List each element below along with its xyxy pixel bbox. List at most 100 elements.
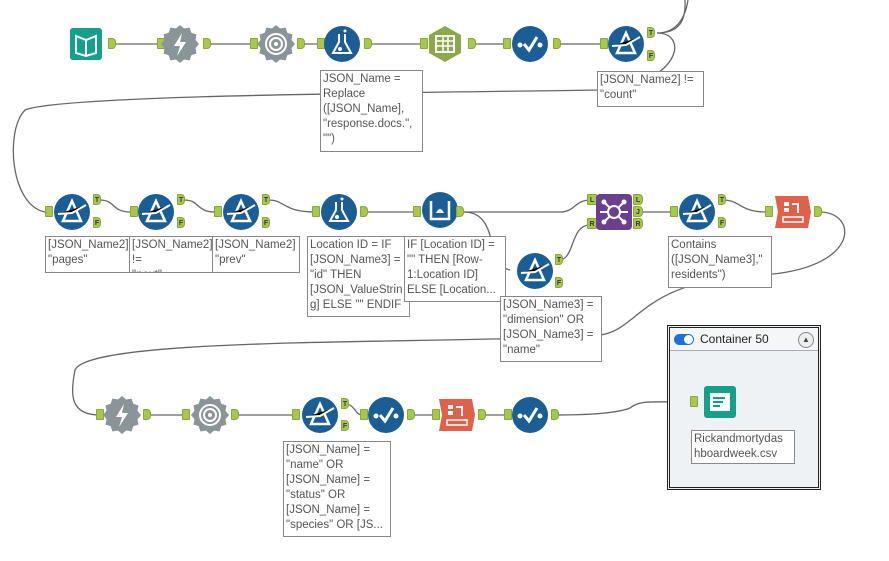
output-anchor[interactable] <box>456 206 464 217</box>
filter-prism-icon-glyph <box>223 194 259 230</box>
formula-flask-icon-glyph <box>324 26 360 62</box>
false-anchor[interactable]: F <box>177 217 185 228</box>
lightning-dynamic-input-icon[interactable] <box>103 396 141 434</box>
filter-prism-icon[interactable] <box>222 193 260 231</box>
filter-prism-icon-glyph <box>517 253 553 289</box>
true-anchor[interactable]: T <box>341 398 349 409</box>
collapse-icon[interactable]: ▲ <box>798 332 814 348</box>
annotation-formula-location: Location ID = IF [JSON_Name3] = "id" THE… <box>307 236 410 317</box>
annotation-multirow: IF [Location ID] = "" THEN [Row- 1:Locat… <box>404 236 506 302</box>
gear-json-parse-icon[interactable] <box>191 396 229 434</box>
annotation-filter-residents: Contains ([JSON_Name3]," residents") <box>668 236 772 288</box>
filter-prism-icon[interactable] <box>516 252 554 290</box>
input-anchor[interactable] <box>292 409 300 420</box>
input-anchor[interactable] <box>503 38 511 49</box>
join-icon-glyph <box>596 194 632 230</box>
input-anchor[interactable] <box>312 206 320 217</box>
tool-container[interactable]: Container 50 ▲ <box>667 325 821 490</box>
filter-prism-icon[interactable] <box>137 193 175 231</box>
output-file-icon[interactable] <box>701 383 739 421</box>
input-anchor[interactable] <box>360 409 368 420</box>
formula-flask-icon-glyph <box>321 194 357 230</box>
select-check-icon-glyph <box>512 397 548 433</box>
input-anchor[interactable] <box>182 409 190 420</box>
gear-json-parse-icon[interactable] <box>257 25 295 63</box>
join-icon[interactable] <box>595 193 633 231</box>
output-anchor[interactable] <box>297 38 305 49</box>
input-anchor[interactable] <box>45 206 53 217</box>
annotation-filter-dimension: [JSON_Name3] = "dimension" OR [JSON_Name… <box>500 296 602 362</box>
input-anchor[interactable] <box>420 38 428 49</box>
select-check-icon[interactable] <box>511 396 549 434</box>
formula-flask-icon[interactable] <box>320 193 358 231</box>
filter-prism-icon[interactable] <box>301 396 339 434</box>
false-anchor[interactable]: F <box>718 217 726 228</box>
false-anchor[interactable]: F <box>93 217 101 228</box>
multi-row-formula-icon-glyph <box>422 192 458 228</box>
crosstab-icon[interactable] <box>438 396 476 434</box>
false-anchor[interactable]: F <box>555 277 563 288</box>
select-check-icon[interactable] <box>511 25 549 63</box>
true-anchor[interactable]: T <box>718 194 726 205</box>
annotation-filter-prev: [JSON_Name2] "prev" <box>212 236 300 273</box>
output-anchor[interactable] <box>231 409 239 420</box>
gear-json-parse-icon-glyph <box>191 396 229 434</box>
lightning-dynamic-input-icon[interactable] <box>161 25 199 63</box>
filter-prism-icon[interactable] <box>678 193 716 231</box>
output-anchor[interactable] <box>203 38 211 49</box>
container-title: Container 50 <box>700 332 769 346</box>
true-anchor[interactable]: T <box>93 194 101 205</box>
true-anchor[interactable]: T <box>555 254 563 265</box>
input-anchor[interactable] <box>670 206 678 217</box>
join-join-output-anchor[interactable]: J <box>633 206 643 217</box>
filter-prism-icon-glyph <box>54 194 90 230</box>
output-anchor[interactable] <box>468 38 476 49</box>
select-check-icon[interactable] <box>367 396 405 434</box>
input-anchor[interactable] <box>214 206 222 217</box>
output-anchor[interactable] <box>364 38 372 49</box>
output-anchor[interactable] <box>108 38 116 49</box>
crosstab-icon-glyph <box>439 399 475 431</box>
crosstab-icon[interactable] <box>774 193 812 231</box>
filter-prism-icon[interactable] <box>53 193 91 231</box>
book-input-icon-glyph <box>70 28 102 60</box>
output-anchor[interactable] <box>551 409 559 420</box>
annotation-filter-pages: [JSON_Name2] "pages" <box>45 236 130 273</box>
output-anchor[interactable] <box>407 409 415 420</box>
annotation-formula-replace: JSON_Name = Replace ([JSON_Name], "respo… <box>320 70 423 152</box>
false-anchor[interactable]: F <box>262 217 270 228</box>
false-anchor[interactable]: F <box>341 420 349 431</box>
book-input-icon[interactable] <box>67 25 105 63</box>
annotation-output-file: Rickandmortydas hboardweek.csv <box>691 430 795 464</box>
annotation-filter-count: [JSON_Name2] != "count" <box>597 71 704 107</box>
input-anchor[interactable] <box>432 409 440 420</box>
join-left-output-anchor[interactable]: L <box>633 194 643 205</box>
output-anchor[interactable] <box>814 206 822 217</box>
true-anchor[interactable]: T <box>647 27 655 38</box>
filter-prism-icon[interactable] <box>607 25 645 63</box>
filter-prism-icon-glyph <box>608 26 644 62</box>
input-anchor[interactable] <box>765 206 773 217</box>
output-anchor[interactable] <box>553 38 561 49</box>
filter-prism-icon-glyph <box>138 194 174 230</box>
text-to-columns-icon-glyph <box>429 26 461 62</box>
annotation-filter-next: [JSON_Name2] != "next" <box>129 236 213 273</box>
container-toggle[interactable] <box>674 333 694 345</box>
output-anchor[interactable] <box>478 409 486 420</box>
output-anchor[interactable] <box>143 409 151 420</box>
input-anchor[interactable] <box>600 38 608 49</box>
input-anchor[interactable] <box>130 206 138 217</box>
output-anchor[interactable] <box>360 206 368 217</box>
select-check-icon-glyph <box>512 26 548 62</box>
true-anchor[interactable]: T <box>177 194 185 205</box>
join-right-output-anchor[interactable]: R <box>633 218 643 229</box>
false-anchor[interactable]: F <box>647 50 655 61</box>
formula-flask-icon[interactable] <box>323 25 361 63</box>
input-anchor[interactable] <box>690 396 698 407</box>
text-to-columns-icon[interactable] <box>426 25 464 63</box>
true-anchor[interactable]: T <box>262 194 270 205</box>
input-anchor[interactable] <box>504 409 512 420</box>
multi-row-formula-icon[interactable] <box>421 191 459 229</box>
input-anchor[interactable] <box>413 206 421 217</box>
gear-json-parse-icon-glyph <box>257 25 295 63</box>
